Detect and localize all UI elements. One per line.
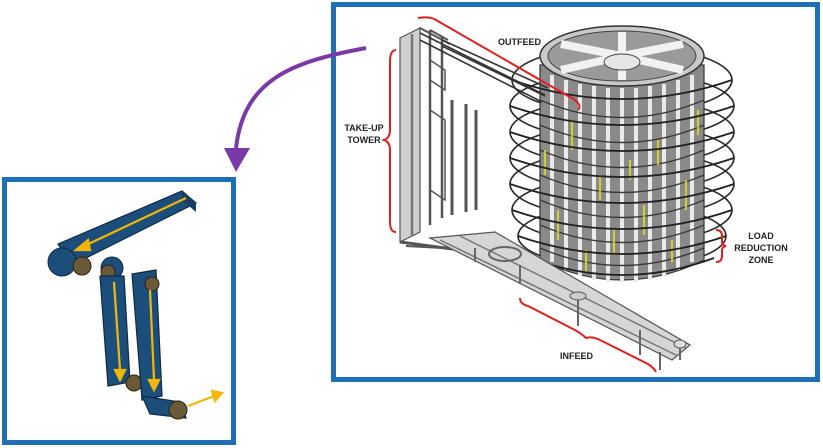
belt-path-detail — [48, 191, 222, 419]
load-reduction-zone-label: LOAD REDUCTION ZONE — [728, 230, 794, 266]
spiral-drum — [510, 26, 734, 282]
zoom-arrow — [224, 48, 366, 172]
outfeed-label: OUTFEED — [498, 36, 541, 48]
infeed-label: INFEED — [560, 350, 593, 362]
takeup-tower-label: TAKE-UP TOWER — [341, 122, 387, 146]
take-up-tower — [400, 28, 520, 258]
